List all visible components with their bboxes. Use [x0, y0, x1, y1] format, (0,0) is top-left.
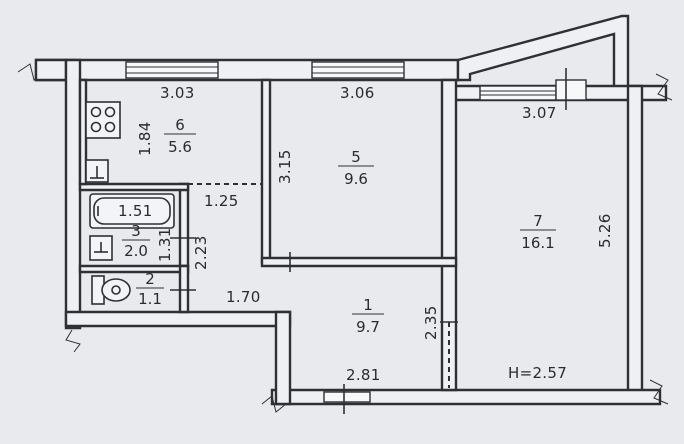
break-mark-bottom-right: [649, 379, 669, 405]
room-6-area: 5.6: [168, 138, 192, 156]
fixtures: [85, 101, 175, 305]
wall-bath-top: [78, 182, 190, 192]
openings: [170, 183, 458, 388]
room-6-number: 6: [175, 116, 185, 134]
room-7-number: 7: [533, 212, 543, 230]
wall-kitchen-inner: [78, 78, 88, 186]
right-wall: [626, 84, 644, 398]
break-mark-right: [655, 73, 673, 101]
room-2-label: 2 1.1: [136, 270, 164, 308]
washbasin-icon: [89, 235, 113, 261]
room-3-area: 2.0: [124, 242, 148, 260]
room-labels: 1 9.7 2 1.1 3 2.0 5 9.6 6 5.6: [122, 116, 556, 336]
dim-corridor-width: 1.25: [204, 192, 239, 210]
room-5-area: 9.6: [344, 170, 368, 188]
wall-bedroom-bottom: [260, 256, 458, 268]
left-wall: [64, 58, 82, 330]
room-1-number: 1: [363, 296, 373, 314]
dim-kitchen-width: 3.03: [160, 84, 195, 102]
bathtub-icon: [89, 193, 175, 229]
wall-kitchen-bedroom: [260, 78, 272, 264]
dim-living-width: 3.07: [522, 104, 557, 122]
dim-hall-bottom: 2.81: [346, 366, 381, 384]
left-wall-stub: [34, 58, 68, 82]
room-3-number: 3: [131, 222, 141, 240]
dim-bath-height: 2.23: [192, 235, 210, 270]
wall-wc-top: [78, 264, 190, 274]
ceiling-height: H=2.57: [508, 364, 567, 382]
room-5-number: 5: [351, 148, 361, 166]
entrance-door: [323, 384, 371, 414]
room-1-label: 1 9.7: [352, 296, 384, 336]
room-2-area: 1.1: [138, 290, 162, 308]
room-3-label: 3 2.0: [122, 222, 150, 260]
break-mark-bottom-mid: [261, 395, 287, 413]
wall-wc-right: [178, 264, 190, 314]
hall-left-wall: [274, 310, 292, 406]
bottom-wall-left: [64, 310, 292, 328]
kitchen-sink-icon: [85, 159, 109, 183]
dim-hall-width: 1.70: [226, 288, 261, 306]
inner-walls: [78, 78, 458, 392]
room-7-label: 7 16.1: [520, 212, 556, 252]
dim-bath-depth: 1.31: [156, 227, 174, 262]
balcony-wall: [456, 14, 630, 98]
window-living: [479, 85, 557, 101]
dimension-labels: 3.03 3.06 3.07 1.84 3.15 5.26 1.25 1.51 …: [118, 84, 614, 384]
dim-bedroom-width: 3.06: [340, 84, 375, 102]
break-mark-bottom-left: [65, 329, 81, 353]
window-bedroom: [311, 61, 405, 79]
room-6-label: 6 5.6: [164, 116, 196, 156]
balcony-door: [555, 68, 587, 110]
dim-bathtub-length: 1.51: [118, 202, 153, 220]
stove-icon: [85, 101, 121, 139]
room-7-area: 16.1: [521, 234, 554, 252]
window-kitchen: [125, 61, 219, 79]
dim-kitchen-depth: 1.84: [136, 121, 154, 156]
room-5-label: 5 9.6: [338, 148, 374, 188]
windows: [125, 61, 587, 414]
room-2-number: 2: [145, 270, 155, 288]
dim-bedroom-depth: 3.15: [276, 149, 294, 184]
wall-bedroom-living: [440, 78, 458, 392]
toilet-icon: [91, 275, 131, 305]
dim-living-depth: 5.26: [596, 213, 614, 248]
wall-bath-right: [178, 182, 190, 268]
dim-hall-depth: 2.35: [422, 305, 440, 340]
room-1-area: 9.7: [356, 318, 380, 336]
